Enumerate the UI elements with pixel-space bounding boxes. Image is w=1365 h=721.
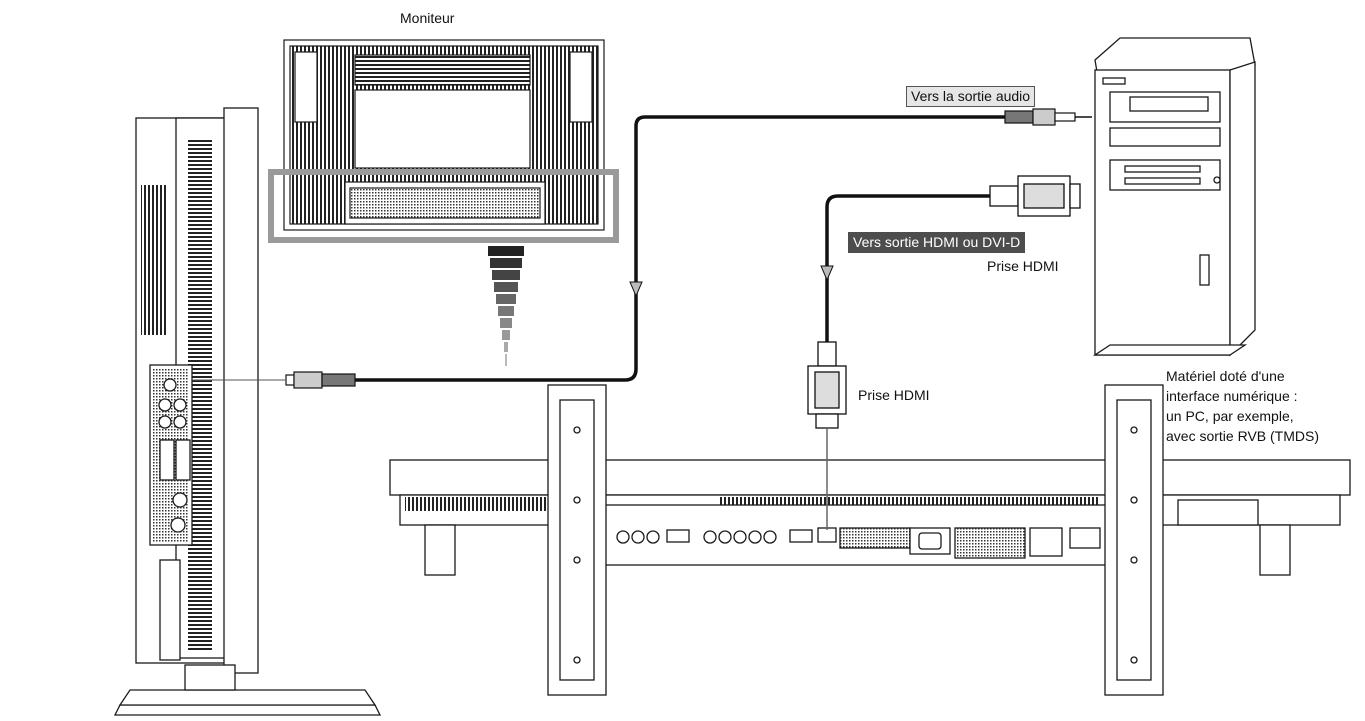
hdmi-plug-monitor-label: Prise HDMI <box>858 387 930 403</box>
zoom-indicator <box>488 246 524 366</box>
equipment-line-1: Matériel doté d'une <box>1166 368 1285 384</box>
stand-right <box>1104 384 1164 696</box>
connector-panel-highlight <box>268 169 619 243</box>
hdmi-plug-pc <box>989 175 1081 217</box>
hdmi-plug-pc-label: Prise HDMI <box>987 258 1059 274</box>
equipment-line-2: interface numérique : <box>1166 388 1298 404</box>
monitor-label: Moniteur <box>400 10 455 26</box>
monitor-side-view <box>113 107 382 716</box>
stand-left <box>547 384 607 696</box>
audio-cable <box>355 115 1005 382</box>
hdmi-cable <box>825 194 990 342</box>
equipment-description: Matériel doté d'une interface numérique … <box>1166 366 1319 446</box>
hdmi-direction-arrow <box>820 265 834 282</box>
equipment-line-4: avec sortie RVB (TMDS) <box>1166 428 1319 444</box>
monitor-rear-thumbnail <box>283 39 605 231</box>
audio-plug-monitor <box>285 371 356 389</box>
audio-direction-arrow <box>629 281 643 298</box>
audio-plug-pc <box>1004 108 1076 126</box>
hdmi-dvi-out-label: Vers sortie HDMI ou DVI-D <box>848 232 1026 253</box>
hdmi-plug-monitor <box>807 341 847 429</box>
pc-tower <box>1092 37 1256 357</box>
equipment-line-3: un PC, par exemple, <box>1166 408 1294 424</box>
monitor-bottom-view <box>389 459 1351 576</box>
audio-out-label: Vers la sortie audio <box>906 86 1036 107</box>
